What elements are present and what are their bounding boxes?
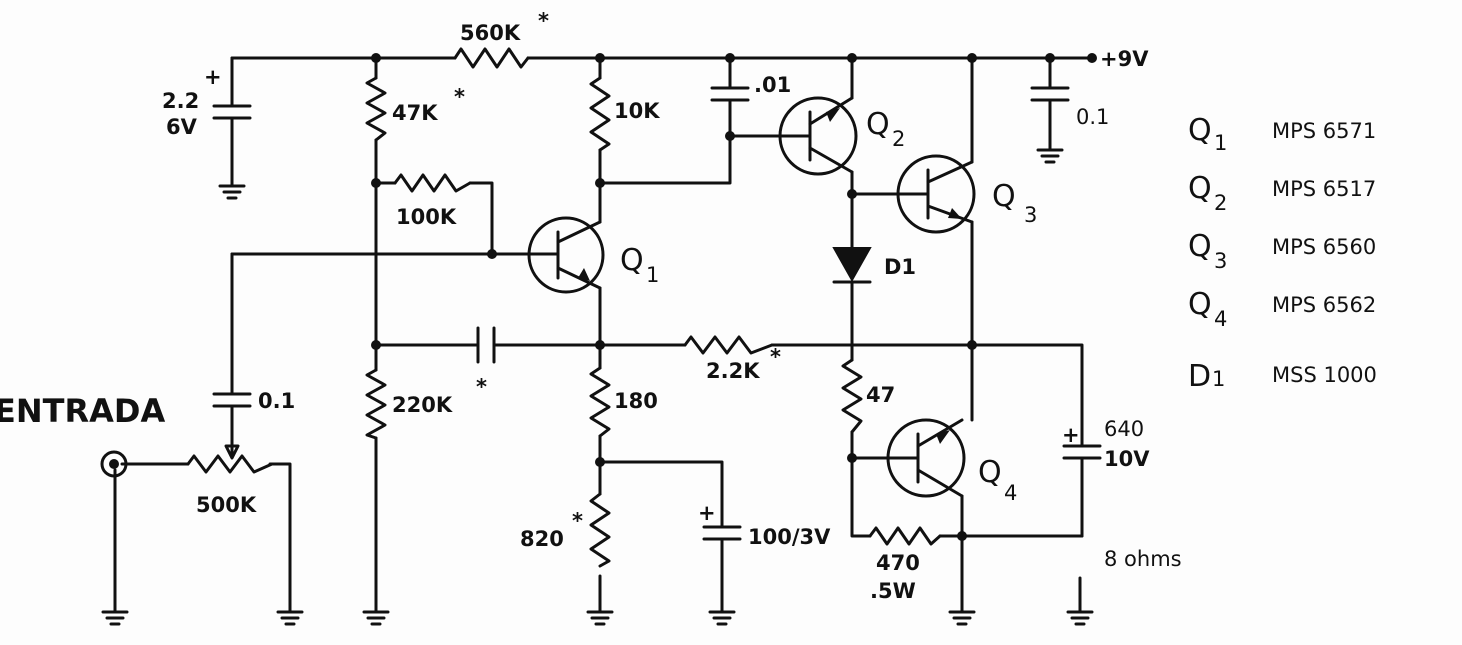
component-labels: 560K * 47K * 10K .01 0.1 +9V 2.2 + 6V 10…: [0, 9, 1182, 603]
label-500k: 500K: [196, 493, 257, 517]
label-cin-value: 2.2: [162, 89, 199, 113]
part-number: MPS 6517: [1272, 177, 1376, 201]
label-q2: Q: [866, 107, 890, 142]
part-number: MPS 6571: [1272, 119, 1376, 143]
capacitor-coupling: [476, 326, 496, 364]
label-c01: .01: [754, 73, 791, 97]
label-560k: 560K: [460, 21, 521, 45]
resistor-560k: [453, 47, 530, 69]
label-470-watt: .5W: [870, 579, 916, 603]
parts-row: D 1 MSS 1000: [1188, 359, 1377, 394]
part-sub: 2: [1214, 191, 1227, 215]
part-sub: 3: [1214, 249, 1227, 273]
part-ref: Q: [1188, 287, 1212, 322]
label-q3-sub: 3: [1024, 203, 1037, 227]
resistor-820: [589, 492, 611, 568]
part-ref: Q: [1188, 229, 1212, 264]
label-d1: D1: [884, 255, 916, 279]
label-47k-star: *: [454, 85, 465, 109]
diode-d1: [832, 230, 872, 284]
resistor-2-2k: [683, 335, 774, 355]
label-2-2k: 2.2K: [706, 359, 760, 383]
label-q3: Q: [992, 179, 1016, 214]
capacitor-2-2uf: [212, 104, 252, 120]
resistor-10k: [589, 76, 611, 152]
parts-row: Q 2 MPS 6517: [1188, 171, 1376, 215]
capacitor-640uf: [1062, 428, 1102, 464]
label-q2-sub: 2: [892, 127, 905, 151]
label-640-voltage: 10V: [1104, 447, 1150, 471]
part-sub: 1: [1214, 131, 1227, 155]
label-820: 820: [520, 527, 564, 551]
part-number: MPS 6560: [1272, 235, 1376, 259]
potentiometer-500k: [186, 444, 274, 474]
transistor-q3: [896, 154, 976, 234]
parts-row: Q 3 MPS 6560: [1188, 229, 1376, 273]
ground-symbols: [101, 148, 1094, 626]
part-ref: Q: [1188, 171, 1212, 206]
part-number: MPS 6562: [1272, 293, 1376, 317]
capacitor-0-1-decoupling: [1030, 86, 1070, 102]
label-2-2k-star: *: [770, 345, 781, 369]
resistor-47: [841, 358, 863, 434]
label-560k-star: *: [538, 9, 549, 33]
label-q4: Q: [978, 455, 1002, 490]
part-sub: 4: [1214, 307, 1227, 331]
label-supply: +9V: [1100, 47, 1149, 71]
wiring: [113, 56, 1094, 614]
label-q1: Q: [620, 243, 644, 278]
transistor-q4: [886, 418, 966, 498]
resistor-100k: [393, 173, 472, 193]
part-sub: 1: [1212, 367, 1225, 391]
label-100uf: 100/3V: [748, 525, 831, 549]
label-640-plus: +: [1062, 423, 1080, 447]
label-load: 8 ohms: [1104, 547, 1182, 571]
label-220k-star: *: [476, 375, 487, 399]
label-q4-sub: 4: [1004, 481, 1017, 505]
label-820-star: *: [572, 509, 583, 533]
part-ref: Q: [1188, 113, 1212, 148]
resistor-470: [868, 526, 942, 546]
label-cin-plus: +: [204, 65, 222, 89]
part-ref: D: [1188, 359, 1211, 394]
capacitor-01: [710, 86, 750, 102]
label-47: 47: [866, 383, 895, 407]
parts-row: Q 1 MPS 6571: [1188, 113, 1376, 155]
input-jack: [100, 450, 128, 478]
label-10k: 10K: [614, 99, 660, 123]
capacitor-100uf: [702, 525, 742, 541]
transistor-q1: [527, 216, 605, 294]
junctions: [371, 53, 1097, 541]
label-100uf-plus: +: [698, 501, 716, 525]
label-47k: 47K: [392, 101, 438, 125]
label-640: 640: [1104, 417, 1144, 441]
label-cin-voltage: 6V: [166, 115, 198, 139]
part-number: MSS 1000: [1272, 363, 1377, 387]
parts-row: Q 4 MPS 6562: [1188, 287, 1376, 331]
label-c-decoupling: 0.1: [1076, 105, 1109, 129]
transistor-q2: [778, 96, 858, 176]
capacitor-0-1-input: [212, 392, 252, 408]
label-input: ENTRADA: [0, 392, 165, 430]
resistor-47k: [365, 76, 387, 142]
label-180: 180: [614, 389, 658, 413]
label-q1-sub: 1: [646, 263, 659, 287]
label-100k: 100K: [396, 205, 457, 229]
resistor-180: [589, 366, 611, 438]
label-470: 470: [876, 551, 920, 575]
parts-list: Q 1 MPS 6571 Q 2 MPS 6517 Q 3 MPS 6560 Q…: [1188, 113, 1377, 394]
label-c-input: 0.1: [258, 389, 295, 413]
resistor-220k: [365, 368, 387, 440]
label-220k: 220K: [392, 393, 453, 417]
